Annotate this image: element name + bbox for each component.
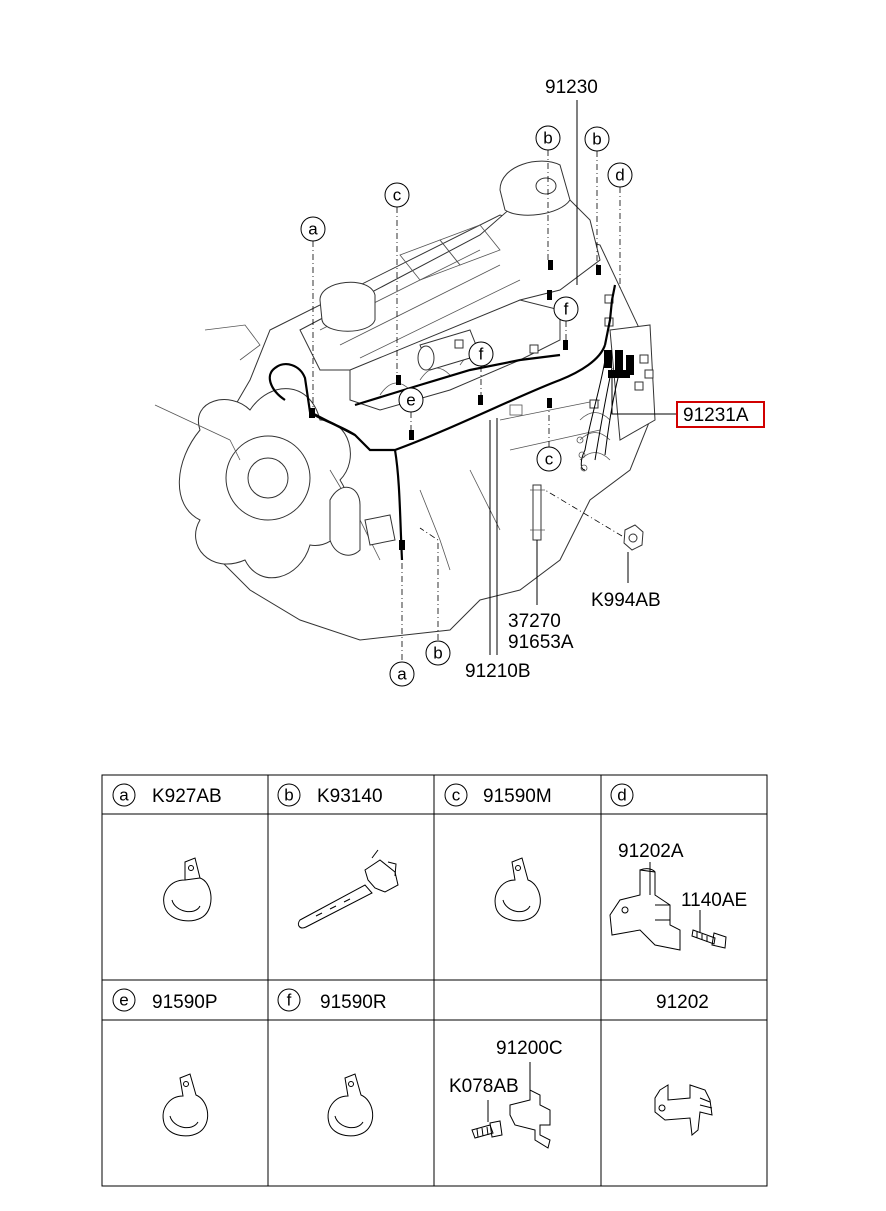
callout-letter: a — [397, 665, 407, 684]
engine-illustration — [154, 160, 656, 641]
part-number: 91590P — [152, 992, 218, 1013]
bolt-part-label: K078AB — [449, 1076, 519, 1097]
bracket-91202-illustration — [654, 1084, 713, 1136]
part-number: 91590R — [320, 992, 387, 1013]
callout-b-top-1: b — [535, 125, 561, 151]
callout-letter: b — [433, 644, 442, 663]
bolt-part-label: 1140AE — [681, 890, 747, 911]
wiring-harness — [268, 260, 621, 561]
callout-letter: f — [564, 300, 569, 319]
svg-text:d: d — [617, 786, 626, 805]
part-number: 91590M — [483, 786, 552, 807]
callout-d-top: d — [607, 162, 633, 188]
svg-text:f: f — [287, 991, 292, 1010]
part-number: K927AB — [152, 786, 222, 807]
callout-f-left: f — [468, 341, 494, 367]
part-label-37270: 37270 — [508, 611, 561, 632]
table-cell-header-f: f 91590R — [277, 988, 387, 1013]
table-cell-header-b: b K93140 — [277, 783, 383, 807]
svg-text:a: a — [119, 786, 129, 805]
callout-c-top: c — [384, 182, 410, 208]
callout-letter: c — [393, 186, 402, 205]
callout-letter: b — [543, 129, 552, 148]
clamp-a-illustration — [163, 857, 212, 922]
part-label-91653a: 91653A — [508, 632, 574, 653]
table-cell-header-d: d — [610, 783, 634, 807]
callout-a-bottom: a — [389, 661, 415, 687]
part-label-91210b: 91210B — [465, 661, 531, 682]
callout-b-bottom: b — [425, 640, 451, 666]
svg-text:e: e — [119, 991, 128, 1010]
callout-letter: c — [545, 450, 554, 469]
cable-tie-b-illustration — [297, 849, 399, 929]
bracket-part-label: 91200C — [496, 1038, 563, 1059]
table-cell-header-e: e 91590P — [112, 988, 218, 1013]
highlight-box — [676, 401, 765, 428]
leader-lines — [312, 100, 676, 660]
part-number: 91202 — [656, 992, 709, 1013]
clamp-e-illustration — [162, 1073, 209, 1137]
callout-letter: b — [592, 130, 601, 149]
bracket-part-label: 91202A — [618, 841, 684, 862]
callout-c-mid: c — [536, 446, 562, 472]
part-label-k994ab: K994AB — [591, 590, 661, 611]
callout-f-right: f — [553, 296, 579, 322]
parts-table: a K927AB b K93140 c 91590M d e 91590P f … — [101, 774, 768, 1187]
callout-e-mid: e — [398, 387, 424, 413]
table-cell-header-91202: 91202 — [656, 992, 709, 1013]
bracket-g-illustration: 91200C K078AB — [449, 1038, 563, 1149]
clamp-c-illustration — [494, 857, 541, 922]
part-number: K93140 — [317, 786, 383, 807]
callout-letter: d — [615, 166, 624, 185]
table-cell-header-c: c 91590M — [444, 783, 552, 807]
table-cell-header-a: a K927AB — [112, 783, 222, 807]
callout-letter: a — [308, 220, 318, 239]
part-label-91231a: 91231A — [683, 405, 749, 426]
callout-a-top: a — [300, 216, 326, 242]
callout-letter: e — [406, 391, 415, 410]
part-label-91230: 91230 — [545, 77, 598, 98]
bracket-d-illustration: 91202A 1140AE — [609, 841, 747, 951]
svg-text:c: c — [452, 786, 461, 805]
svg-text:b: b — [284, 786, 293, 805]
callout-letter: f — [479, 345, 484, 364]
clamp-f-illustration — [327, 1073, 374, 1137]
callout-b-top-2: b — [584, 126, 610, 152]
part-label-91231a-highlighted[interactable]: 91231A — [676, 401, 765, 428]
nut-k994ab — [623, 524, 644, 551]
